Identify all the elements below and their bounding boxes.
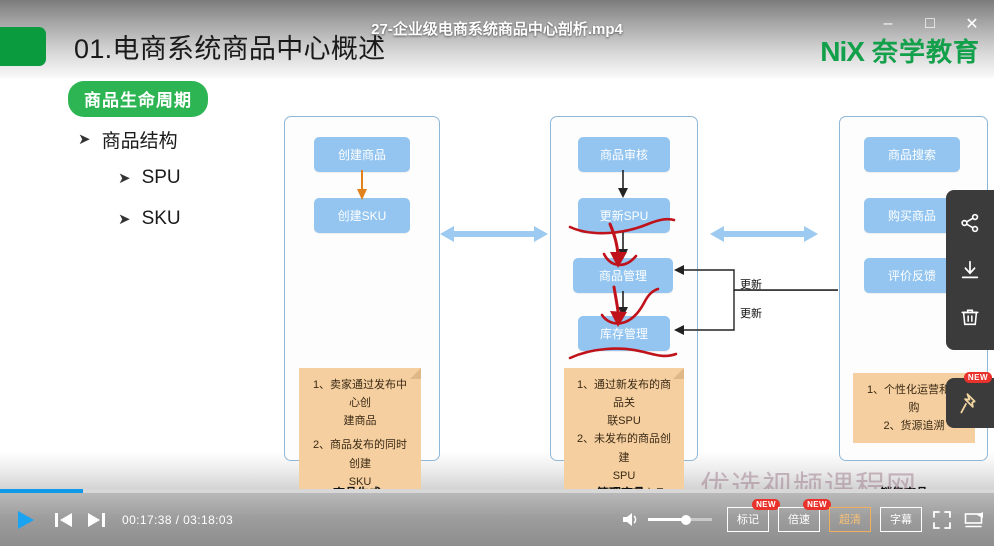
slide-header-band	[0, 0, 994, 82]
mark-new-badge: NEW	[752, 499, 780, 510]
note-line: 1、个性化运营和导购	[866, 384, 962, 415]
arrow-bullet-icon: ➤	[78, 130, 91, 148]
progress-bar[interactable]	[0, 489, 994, 493]
note-line: 1、通过新发布的商品关	[576, 379, 672, 410]
node-review-feedback: 评价反馈	[864, 258, 960, 293]
note-line: 2、未发布的商品创建	[576, 433, 672, 464]
minimize-icon[interactable]: –	[883, 15, 893, 32]
node-product-review: 商品审核	[578, 137, 670, 172]
note-line: 2、商品发布的同时创建	[312, 439, 408, 470]
node-product-search: 商品搜索	[864, 137, 960, 172]
mark-button[interactable]: 标记 NEW	[727, 499, 780, 532]
lifecycle-badge: 商品生命周期	[68, 81, 208, 117]
brand-mark: NiX	[820, 36, 865, 67]
slide-title: 01.电商系统商品中心概述	[74, 34, 386, 64]
volume-slider[interactable]	[648, 514, 712, 525]
note-line: 联SPU	[607, 415, 641, 428]
note-line: SKU	[348, 475, 372, 488]
volume-icon[interactable]	[622, 511, 641, 528]
connector-label-update-1: 更新	[740, 279, 762, 291]
maximize-icon[interactable]: □	[925, 15, 935, 32]
bullet-label: SPU	[141, 167, 181, 188]
subtitle-button[interactable]: 字幕	[880, 507, 922, 532]
player-control-bar: 00:17:38 / 03:18:03 标记 NEW 倍速 NEW	[0, 493, 994, 546]
brand-name: 奈学教育	[871, 37, 980, 67]
previous-button[interactable]	[52, 508, 76, 532]
time-display: 00:17:38 / 03:18:03	[122, 512, 234, 527]
share-icon[interactable]	[955, 208, 985, 238]
node-update-spu: 更新SPU	[578, 198, 670, 233]
window-controls: – □ ✕	[876, 12, 984, 36]
volume-control[interactable]	[622, 511, 712, 528]
bullet-item-product-structure: ➤ 商品结构	[78, 126, 178, 153]
note-line: 1、卖家通过发布中心创	[312, 379, 408, 410]
fullscreen-icon[interactable]	[931, 509, 953, 531]
volume-fill	[648, 518, 686, 521]
trash-icon[interactable]	[955, 302, 985, 332]
speed-new-badge: NEW	[803, 499, 831, 510]
connector-arrow-col2-col3	[710, 226, 818, 242]
brand-logo: NiX 奈学教育	[820, 32, 980, 69]
connector-arrow-col1-col2	[440, 226, 548, 242]
quality-label: 超清	[839, 514, 861, 526]
bullet-item-spu: ➤ SPU	[118, 167, 181, 189]
volume-knob[interactable]	[681, 514, 691, 525]
node-inventory-management: 库存管理	[578, 316, 670, 351]
quality-button[interactable]: 超清	[829, 507, 871, 532]
slide-footer-band	[0, 452, 994, 492]
download-icon[interactable]	[955, 255, 985, 285]
next-button[interactable]	[84, 508, 108, 532]
note-product-creation: 1、卖家通过发布中心创 建商品 2、商品发布的同时创建 SKU	[299, 368, 421, 499]
play-button[interactable]	[12, 506, 40, 534]
node-create-product: 创建商品	[314, 137, 410, 172]
green-accent-tab	[0, 27, 46, 66]
node-product-management: 商品管理	[573, 258, 673, 293]
bullet-label: SKU	[141, 208, 181, 229]
bullet-item-sku: ➤ SKU	[118, 208, 181, 230]
pin-icon[interactable]	[946, 378, 994, 428]
arrow-bullet-icon: ➤	[118, 168, 131, 187]
close-icon[interactable]: ✕	[965, 16, 979, 33]
note-line: 2、货源追溯	[883, 420, 945, 433]
pin-new-badge: NEW	[963, 372, 992, 383]
right-floating-toolbar	[946, 190, 994, 350]
node-create-sku: 创建SKU	[314, 198, 410, 233]
playback-speed-button[interactable]: 倍速 NEW	[778, 499, 831, 532]
note-line: 建商品	[343, 415, 377, 428]
playback-speed-label: 倍速	[788, 514, 810, 526]
node-buy-product: 购买商品	[864, 198, 960, 233]
web-fullscreen-icon[interactable]	[962, 509, 984, 531]
note-line: SPU	[612, 469, 636, 482]
arrow-bullet-icon: ➤	[118, 209, 131, 228]
player-right-controls: 标记 NEW 倍速 NEW 超清 字幕	[622, 499, 994, 532]
bullet-label: 商品结构	[101, 131, 178, 152]
mark-button-label: 标记	[737, 514, 759, 526]
progress-fill	[0, 489, 84, 493]
connector-label-update-2: 更新	[740, 308, 762, 320]
subtitle-label: 字幕	[890, 514, 912, 526]
